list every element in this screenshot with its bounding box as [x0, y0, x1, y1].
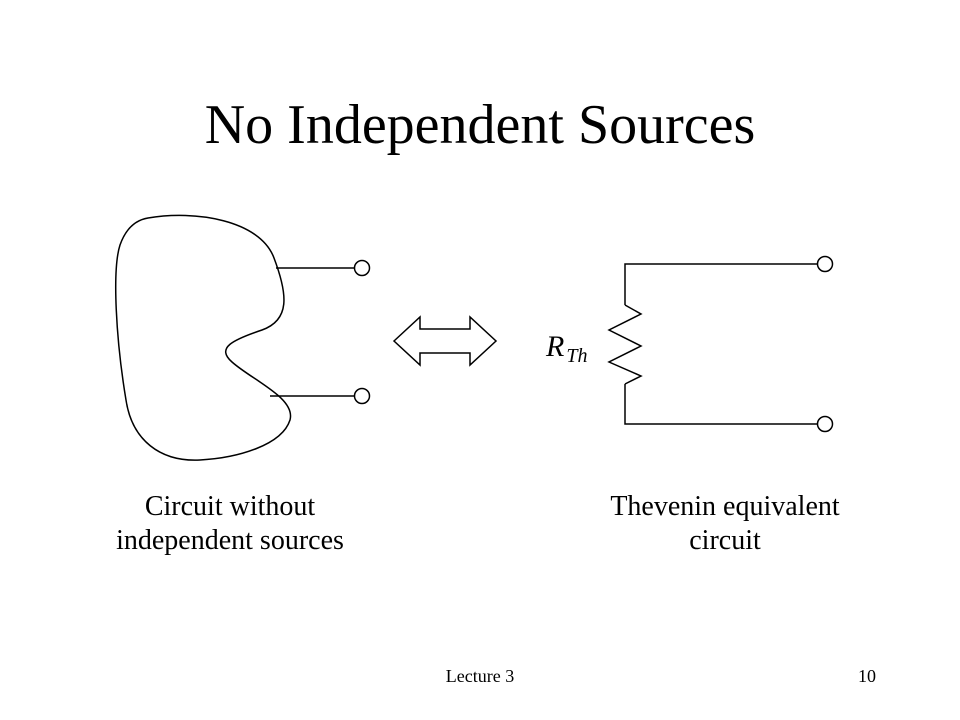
upper-wire [624, 263, 818, 305]
footer-lecture: Lecture 3 [445, 666, 515, 686]
resistor-subscript: Th [566, 345, 588, 367]
open-terminal-icon [816, 415, 834, 433]
thevenin-equivalent-circuit [607, 255, 834, 433]
circuit-without-sources [115, 214, 371, 461]
right-caption-line2: circuit [689, 525, 761, 556]
open-terminal-icon [353, 259, 371, 277]
footer-page-number: 10 [858, 666, 876, 686]
left-caption-line2: independent sources [116, 525, 344, 556]
open-terminal-icon [353, 387, 371, 405]
open-terminal-icon [816, 255, 834, 273]
right-caption-line1: Thevenin equivalent [610, 491, 840, 522]
right-caption: Thevenin equivalent circuit [555, 490, 895, 558]
double-headed-arrow-icon [392, 315, 498, 367]
left-caption-line1: Circuit without [144, 491, 316, 522]
slide-title: No Independent Sources [204, 94, 756, 156]
lower-wire [624, 384, 818, 425]
left-caption: Circuit without independent sources [60, 490, 400, 558]
resistor-zigzag-icon [607, 304, 643, 385]
resistor-symbol: R [546, 330, 565, 363]
circuit-blob-icon [115, 214, 292, 461]
